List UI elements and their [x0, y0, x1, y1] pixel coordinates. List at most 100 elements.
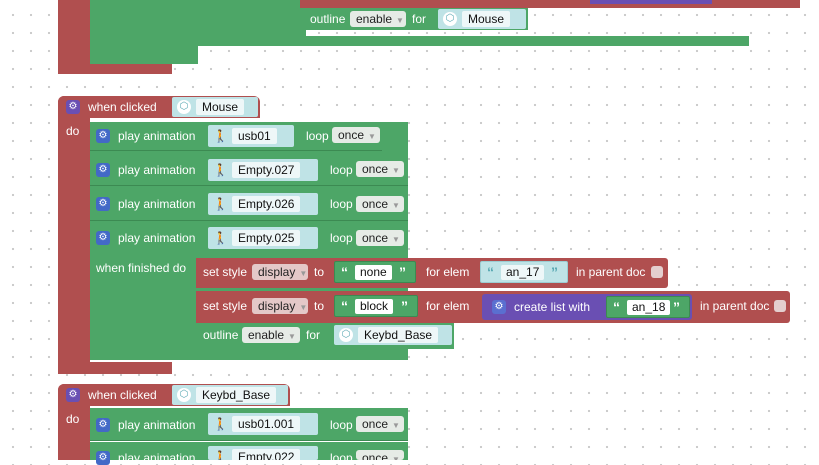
top-event-block-body[interactable] — [58, 0, 90, 74]
in-parent-doc-label: in parent doc — [700, 299, 770, 313]
string-pill[interactable]: “ block ” — [334, 295, 418, 317]
style-property-dropdown[interactable]: display▼ — [252, 298, 308, 314]
dropdown-arrow-icon: ▼ — [392, 166, 400, 175]
to-label: to — [314, 299, 325, 313]
animation-pill[interactable]: 🚶 Empty.022 — [208, 446, 318, 460]
cube-icon: ⬡ — [443, 12, 457, 26]
top-nested-event-footer — [300, 0, 800, 8]
gear-icon[interactable]: ⚙ — [96, 163, 110, 177]
dropdown-arrow-icon: ▼ — [368, 132, 376, 141]
play-animation-label: play animation — [118, 231, 196, 245]
event-object-name: Mouse — [196, 99, 245, 115]
outline-label: outline — [310, 12, 346, 26]
loop-label: loop — [330, 451, 353, 465]
dropdown-arrow-icon: ▼ — [396, 16, 404, 25]
object-name: Keybd_Base — [358, 327, 439, 343]
parent-doc-checkbox[interactable] — [651, 266, 663, 278]
gear-icon[interactable]: ⚙ — [66, 388, 80, 402]
element-name: an_17 — [501, 265, 545, 280]
loop-dropdown[interactable]: once▼ — [356, 196, 404, 212]
animation-pill[interactable]: 🚶 Empty.027 — [208, 159, 318, 181]
when-clicked-label: when clicked — [88, 388, 157, 402]
animation-name: Empty.026 — [232, 196, 301, 212]
loop-label: loop — [306, 129, 329, 143]
top-list-block-fragment — [590, 0, 712, 4]
create-list-label: create list with — [514, 300, 591, 314]
for-label: for — [412, 12, 427, 26]
top-action-block[interactable] — [90, 0, 198, 64]
loop-dropdown[interactable]: once▼ — [356, 450, 404, 460]
element-name: an_18 — [627, 300, 671, 315]
dropdown-arrow-icon: ▼ — [392, 421, 400, 430]
when-finished-label: when finished do — [96, 261, 187, 275]
walking-figure-icon: 🚶 — [213, 450, 228, 460]
for-label: for — [306, 328, 321, 342]
gear-icon[interactable]: ⚙ — [96, 197, 110, 211]
cube-icon: ⬡ — [177, 388, 191, 402]
set-style-label: set style — [203, 265, 248, 279]
walking-figure-icon: 🚶 — [213, 417, 228, 431]
to-label: to — [314, 265, 325, 279]
animation-name: Empty.027 — [232, 162, 301, 178]
dropdown-arrow-icon: ▼ — [392, 455, 400, 460]
play-animation-label: play animation — [118, 418, 196, 432]
event-object-name: Keybd_Base — [196, 387, 277, 403]
object-pill[interactable]: ⬡ Mouse — [438, 9, 526, 29]
cube-icon: ⬡ — [339, 328, 353, 342]
when-clicked-label: when clicked — [88, 100, 157, 114]
play-animation-label: play animation — [118, 163, 196, 177]
animation-pill[interactable]: 🚶 usb01.001 — [208, 413, 318, 435]
animation-pill[interactable]: 🚶 Empty.026 — [208, 193, 318, 215]
loop-dropdown[interactable]: once▼ — [332, 127, 380, 143]
loop-label: loop — [330, 231, 353, 245]
gear-icon[interactable]: ⚙ — [96, 129, 110, 143]
style-value: none — [355, 265, 392, 280]
animation-name: Empty.025 — [232, 230, 301, 246]
play-animation-label: play animation — [118, 129, 196, 143]
for-elem-label: for elem — [426, 265, 470, 279]
loop-dropdown[interactable]: once▼ — [356, 161, 404, 177]
style-value: block — [355, 299, 394, 314]
do-label: do — [66, 124, 80, 138]
loop-label: loop — [330, 418, 353, 432]
set-style-label: set style — [203, 299, 248, 313]
gear-icon[interactable]: ⚙ — [96, 418, 110, 432]
element-pill[interactable]: “ an_17 ” — [480, 261, 568, 283]
loop-label: loop — [330, 197, 353, 211]
cube-icon: ⬡ — [177, 100, 191, 114]
parent-doc-checkbox[interactable] — [774, 300, 786, 312]
animation-pill[interactable]: 🚶 Empty.025 — [208, 227, 318, 249]
walking-figure-icon: 🚶 — [213, 129, 228, 143]
animation-pill[interactable]: 🚶 usb01 — [208, 125, 294, 147]
top-event-block-footer — [58, 62, 172, 74]
do-label: do — [66, 412, 80, 426]
dropdown-arrow-icon: ▼ — [288, 332, 296, 341]
outline-dropdown[interactable]: enable▼ — [350, 11, 406, 27]
top-action-block-footer — [196, 36, 749, 46]
play-animation-label: play animation — [118, 197, 196, 211]
gear-icon[interactable]: ⚙ — [66, 100, 80, 114]
event-footer-mouse — [58, 362, 172, 374]
event-object-pill[interactable]: ⬡ Keybd_Base — [172, 385, 288, 405]
event-block-mouse[interactable] — [58, 96, 90, 374]
top-inner-block[interactable] — [196, 0, 306, 46]
gear-icon[interactable]: ⚙ — [96, 231, 110, 245]
string-pill[interactable]: “ none ” — [334, 261, 416, 283]
for-elem-label: for elem — [426, 299, 470, 313]
dropdown-arrow-icon: ▼ — [299, 269, 308, 278]
loop-dropdown[interactable]: once▼ — [356, 230, 404, 246]
loop-label: loop — [330, 163, 353, 177]
object-pill[interactable]: ⬡ Keybd_Base — [334, 325, 452, 345]
object-name: Mouse — [462, 11, 511, 27]
gear-icon[interactable]: ⚙ — [96, 451, 110, 465]
style-property-dropdown[interactable]: display▼ — [252, 264, 308, 280]
gear-icon[interactable]: ⚙ — [492, 300, 506, 314]
dropdown-arrow-icon: ▼ — [392, 235, 400, 244]
dropdown-arrow-icon: ▼ — [392, 201, 400, 210]
outline-dropdown[interactable]: enable▼ — [242, 327, 300, 343]
loop-dropdown[interactable]: once▼ — [356, 416, 404, 432]
event-object-pill[interactable]: ⬡ Mouse — [172, 97, 258, 117]
animation-name: usb01.001 — [232, 416, 301, 432]
outline-block-footer — [196, 349, 408, 359]
element-pill[interactable]: “ an_18 ” — [606, 296, 690, 318]
